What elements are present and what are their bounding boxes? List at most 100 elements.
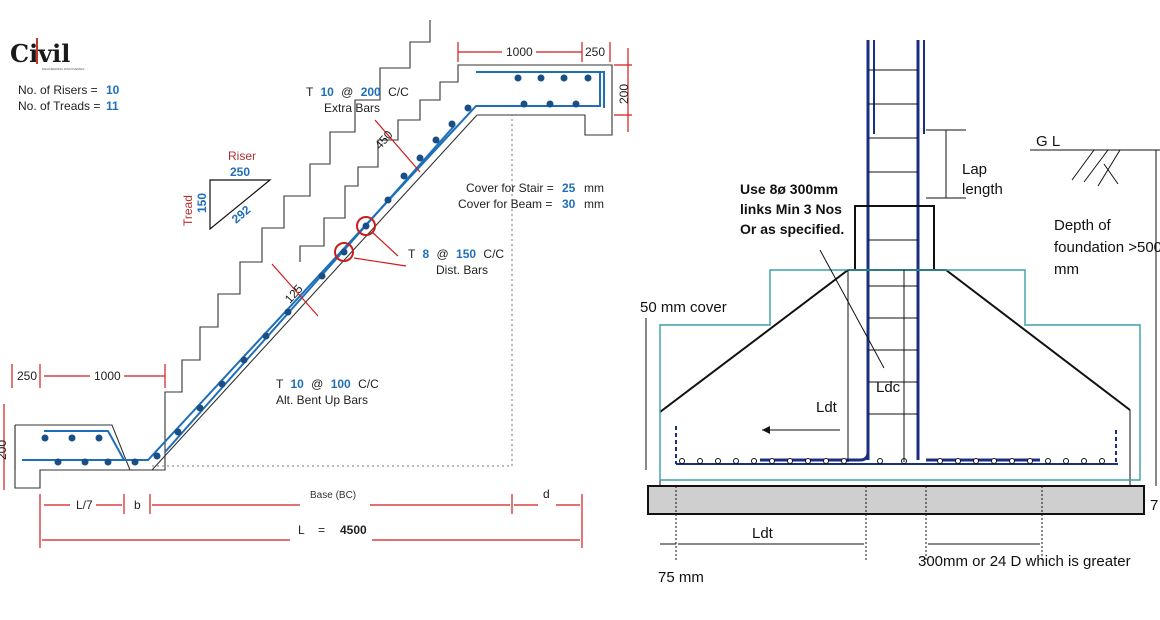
- mesh-dot: [877, 458, 883, 464]
- bottom-dimensions: L/7 b Base (BC) d L = 4500: [39, 487, 583, 548]
- waist-soffit: [151, 114, 478, 471]
- cover-beam-value: 30: [562, 197, 576, 211]
- rebar-dot: [262, 332, 270, 340]
- dist-bars-desc: Dist. Bars: [436, 263, 488, 277]
- rebar-dot: [240, 356, 248, 364]
- dist-bars-spacing: 150: [456, 247, 476, 261]
- rebar-dot: [68, 434, 76, 442]
- treads-label: No. of Treads =: [18, 99, 100, 113]
- rebar-dot: [464, 104, 472, 112]
- bottom-landing-bar: [44, 430, 125, 461]
- mesh-dot: [991, 458, 997, 464]
- left-dimensions: 250 1000 200: [0, 364, 166, 490]
- extra-bars-dia: 10: [320, 85, 334, 99]
- riser-tread-triangle: Riser 250 Tread 150 292: [181, 149, 272, 231]
- excavation-outline: [659, 269, 1141, 481]
- dist-bar-marker: [356, 216, 376, 236]
- mesh-dot: [1009, 458, 1015, 464]
- mesh-dot: [715, 458, 721, 464]
- mesh-dot: [1099, 458, 1105, 464]
- column-ties: [868, 69, 918, 415]
- rebar-dot: [284, 308, 292, 316]
- dist-bar-marker: [334, 242, 354, 262]
- mesh-dot: [973, 458, 979, 464]
- dim-l7: L/7: [76, 498, 93, 512]
- mesh-dot: [1081, 458, 1087, 464]
- dim-left-1000: 1000: [94, 369, 121, 383]
- tread-label: Tread: [181, 195, 195, 226]
- dim-eq: =: [318, 523, 325, 537]
- depth-label-2: foundation >500: [1054, 239, 1160, 256]
- rebar-dots: [41, 74, 592, 466]
- rebar-dot: [153, 452, 161, 460]
- rebar-dot: [104, 458, 112, 466]
- bent-bar: [164, 124, 456, 453]
- bent-bars-at: @: [311, 377, 323, 391]
- top-landing-bar: [500, 71, 605, 108]
- rebar-dot: [448, 120, 456, 128]
- cover-beam-unit: mm: [584, 197, 604, 211]
- rebar-dot: [416, 154, 424, 162]
- rebar-dot: [584, 74, 592, 82]
- dim-line: [374, 119, 421, 173]
- dev-length-label: 300mm or 24 D which is greater: [918, 553, 1131, 570]
- cover-stair-label: Cover for Stair =: [466, 181, 554, 195]
- rebar-dot: [81, 458, 89, 466]
- rebar-dot: [218, 380, 226, 388]
- depth-label-1: Depth of: [1054, 217, 1112, 234]
- bent-bars-prefix: T: [276, 377, 284, 391]
- ldt-bottom-label: Ldt: [752, 525, 774, 542]
- mesh-dot: [805, 458, 811, 464]
- svg-text:T 10 @: T 10 @ 100 C/C: [276, 377, 379, 391]
- links-leader: [819, 249, 885, 369]
- column-hook-left: [760, 451, 870, 462]
- rebar-dot: [432, 136, 440, 144]
- edge-label-7: 7: [1150, 497, 1158, 514]
- rebar-dot: [95, 434, 103, 442]
- mesh-dot: [1045, 458, 1051, 464]
- cover-beam-label: Cover for Beam =: [458, 197, 552, 211]
- extra-bars-prefix: T: [306, 85, 314, 99]
- mesh-dot: [697, 458, 703, 464]
- triangle-hyp-value: 292: [229, 202, 254, 226]
- dim-left-250: 250: [17, 369, 37, 383]
- cover-stair-unit: mm: [584, 181, 604, 195]
- bent-bars-desc: Alt. Bent Up Bars: [276, 393, 368, 407]
- stair-steps-upper: [299, 64, 613, 262]
- dim-top-250: 250: [585, 45, 605, 59]
- dist-bars-dia: 8: [422, 247, 429, 261]
- lap-label-1: Lap: [962, 161, 987, 178]
- dist-bars-leader: [371, 231, 399, 257]
- dim-L-value: 4500: [340, 523, 367, 537]
- rebar-dot: [41, 434, 49, 442]
- ground-hatch: [1071, 149, 1121, 187]
- dist-bars-prefix: T: [408, 247, 416, 261]
- extra-bars-spacing: 200: [361, 85, 381, 99]
- dim-left-200: 200: [0, 440, 9, 460]
- ldt-mid-label: Ldt: [816, 399, 838, 416]
- treads-value: 11: [106, 99, 119, 113]
- dist-bars-at: @: [437, 247, 449, 261]
- dist-bars-cc: C/C: [483, 247, 504, 261]
- mesh-dot: [769, 458, 775, 464]
- dim-d: d: [543, 487, 550, 501]
- dim-L: L: [298, 523, 305, 537]
- footing-detail: G L Lap length Use 8ø 300mm links Min 3 …: [640, 40, 1160, 586]
- svg-text:T 8 @: T 8 @ 150 C/C: [408, 247, 504, 261]
- rebar-dot: [54, 458, 62, 466]
- dist-bars-callout: T 8 @ 150 C/C Dist. Bars: [353, 231, 504, 277]
- svg-text:T 10 @: T 10 @ 200 C/C: [306, 85, 409, 99]
- rebar-dot: [400, 172, 408, 180]
- bent-bars-cc: C/C: [358, 377, 379, 391]
- mesh-dot: [787, 458, 793, 464]
- ldc-label: Ldc: [876, 379, 901, 396]
- mesh-dots: [679, 458, 1105, 464]
- dim-top-1000: 1000: [506, 45, 533, 59]
- risers-value: 10: [106, 83, 120, 97]
- dim-top-200: 200: [617, 84, 631, 104]
- rebar-dot: [340, 248, 348, 256]
- links-note-1: Use 8ø 300mm: [740, 181, 838, 197]
- dim-line: [271, 263, 319, 317]
- mesh-dot: [1063, 458, 1069, 464]
- triangle-top-value: 250: [230, 165, 250, 179]
